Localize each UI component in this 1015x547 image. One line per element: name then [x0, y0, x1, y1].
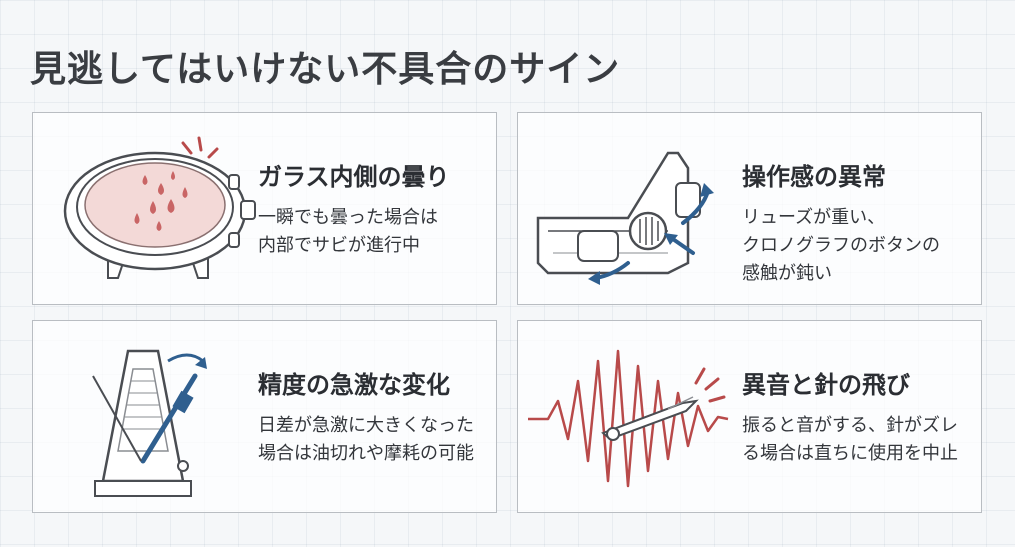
crown-buttons-icon [536, 151, 714, 285]
page-title: 見逃してはいけない不具合のサイン [30, 49, 621, 90]
noise-hand-icon [528, 349, 729, 488]
card-heading: ガラス内側の曇り [258, 163, 450, 191]
watch-fog-icon [63, 136, 256, 279]
card-accuracy-change: 精度の急激な変化 日差が急激に大きくなった 場合は油切れや摩耗の可能 [32, 320, 497, 513]
card-operation-feel: 操作感の異常 リューズが重い、 クロノグラフのボタンの 感触が鈍い [517, 112, 982, 305]
card-description: 日差が急激に大きくなった 場合は油切れや摩耗の可能 [258, 414, 474, 464]
card-glass-fog: ガラス内側の曇り 一瞬でも曇った場合は 内部でサビが進行中 [32, 112, 497, 305]
card-noise-hand-jump: 異音と針の飛び 振ると音がする、針がズレ る場合は直ちに使用を中止 [517, 320, 982, 513]
metronome-icon [92, 349, 207, 497]
card-description: 振ると音がする、針がズレ る場合は直ちに使用を中止 [742, 414, 958, 464]
card-heading: 操作感の異常 [742, 163, 886, 191]
card-heading: 精度の急激な変化 [258, 371, 450, 399]
card-heading: 異音と針の飛び [742, 371, 910, 399]
card-description: 一瞬でも曇った場合は 内部でサビが進行中 [258, 206, 438, 256]
card-description: リューズが重い、 クロノグラフのボタンの 感触が鈍い [742, 206, 940, 284]
